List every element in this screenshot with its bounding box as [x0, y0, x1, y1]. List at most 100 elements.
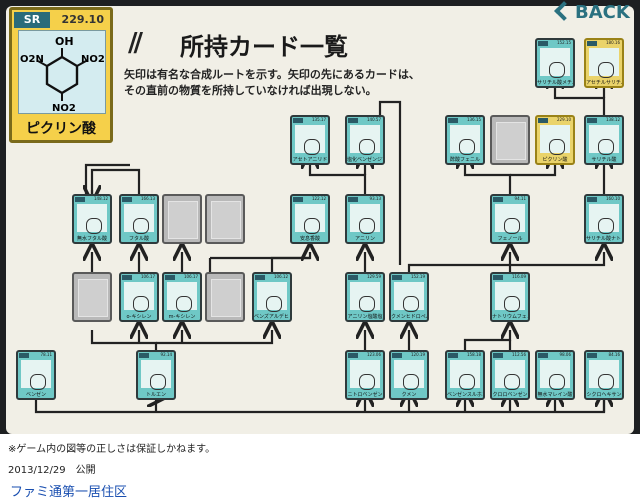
card-rank-badge: [587, 118, 597, 123]
back-button[interactable]: BACK: [553, 1, 637, 24]
card-rank-badge: [448, 118, 458, 123]
locked-card: [490, 115, 530, 165]
formula-no2-right: NO2: [81, 54, 105, 65]
card-label: アニリン: [355, 236, 375, 242]
card-rank-badge: [75, 197, 85, 202]
card-anilinium[interactable]: 129.59 アニリン塩酸塩: [345, 272, 385, 322]
featured-card-number: 229.10: [61, 13, 104, 26]
card-rank-badge: [538, 118, 548, 123]
card-label: m-キシレン: [168, 314, 196, 320]
card-acetylsalicylic[interactable]: 180.16アセチルサリチル酸: [584, 38, 624, 88]
picric-acid-structure-icon: OH O2N NO2 NO2: [20, 35, 105, 114]
page-title: 所持カード一覧: [180, 33, 348, 61]
card-label: サリチル酸: [591, 157, 617, 163]
card-rank-badge: [255, 275, 265, 280]
card-label: ベンゼン: [25, 392, 46, 398]
benzene-ring-icon: [540, 125, 570, 155]
locked-card-placeholder-icon: [168, 201, 198, 239]
card-rank-badge: [587, 197, 597, 202]
locked-card-placeholder-icon: [211, 201, 241, 239]
card-label: シクロヘキサン: [586, 392, 622, 398]
benzene-ring-icon: [540, 48, 570, 78]
card-label: アセトアニリド: [292, 157, 328, 163]
card-label: ニトロベンゼン: [347, 392, 383, 398]
site-link[interactable]: ファミ通第一居住区: [10, 485, 128, 500]
benzene-ring-icon: [77, 204, 107, 234]
card-number: 138.12: [606, 117, 620, 122]
card-label: クロロベンゼン: [492, 392, 528, 398]
card-number: 140.57: [367, 117, 381, 122]
benzene-ring-icon: [295, 204, 325, 234]
locked-card: [72, 272, 112, 322]
locked-card-placeholder-icon: [211, 279, 241, 317]
benzene-ring-icon: [495, 204, 525, 234]
card-number: 93.13: [369, 196, 381, 201]
benzene-ring-icon: [350, 125, 380, 155]
card-diazonium[interactable]: 140.57 塩化ベンゼンジアゾニウム: [345, 115, 385, 165]
card-number: 229.10: [557, 117, 571, 122]
benzene-ring-icon: [350, 204, 380, 234]
chevron-left-icon: [554, 1, 574, 21]
locked-card-placeholder-icon: [496, 122, 526, 160]
card-methyl-salicylate[interactable]: 152.15サリチル酸メチル: [535, 38, 575, 88]
card-salicylic[interactable]: 138.12 サリチル酸: [584, 115, 624, 165]
card-label: サリチル酸メチル: [537, 80, 573, 86]
benzene-ring-icon: [167, 282, 197, 312]
locked-card-placeholder-icon: [78, 279, 108, 317]
card-label: 塩化ベンゼンジアゾニウム: [347, 157, 383, 163]
benzene-ring-icon: [589, 125, 619, 155]
card-rank-badge: [122, 275, 132, 280]
card-sodium-phenoxide[interactable]: 116.09ナトリウムフェノキシド: [490, 272, 530, 322]
benzene-ring-icon: [589, 204, 619, 234]
card-rank-badge: [538, 41, 548, 46]
featured-card-rank: SR: [14, 12, 50, 28]
card-number: 152.19: [411, 274, 425, 279]
card-number: 166.13: [141, 196, 155, 201]
locked-card: [205, 194, 245, 244]
card-label: ナトリウムフェノキシド: [492, 314, 528, 320]
benzene-ring-icon: [394, 360, 424, 390]
card-rank-badge: [348, 353, 358, 358]
card-label: アニリン塩酸塩: [347, 314, 383, 320]
benzene-ring-icon: [124, 204, 154, 234]
card-number: 129.59: [367, 274, 381, 279]
card-aniline[interactable]: 93.13 アニリン: [345, 194, 385, 244]
featured-card-structure: OH O2N NO2 NO2: [18, 30, 106, 114]
locked-card: [162, 194, 202, 244]
card-cumene-hp[interactable]: 152.19クメンヒドロペルオキシド: [389, 272, 429, 322]
card-number: 158.18: [467, 352, 481, 357]
card-rank-badge: [293, 118, 303, 123]
disclaimer-note: ※ゲーム内の図等の正しさは保証しかねます。: [8, 444, 216, 455]
card-rank-badge: [348, 118, 358, 123]
card-rank-badge: [392, 275, 402, 280]
card-sodium-salicylate[interactable]: 160.10サリチル酸ナトリウム: [584, 194, 624, 244]
card-number: 84.16: [608, 352, 620, 357]
title-stripes: //: [128, 28, 143, 58]
card-label: 無水フタル酸: [76, 236, 107, 242]
benzene-ring-icon: [350, 282, 380, 312]
card-benzenesulfonic[interactable]: 158.18ベンゼンスルホン酸: [445, 350, 485, 400]
card-cyclohexane[interactable]: 84.16 シクロヘキサン: [584, 350, 624, 400]
card-rank-badge: [538, 353, 548, 358]
card-rank-badge: [392, 353, 402, 358]
formula-no2-bottom: NO2: [52, 103, 76, 113]
featured-card[interactable]: SR 229.10 OH O2N NO2 NO2 ピクリン酸: [9, 7, 113, 143]
publish-date: 2013/12/29 公開: [8, 465, 96, 476]
card-rank-badge: [493, 197, 503, 202]
